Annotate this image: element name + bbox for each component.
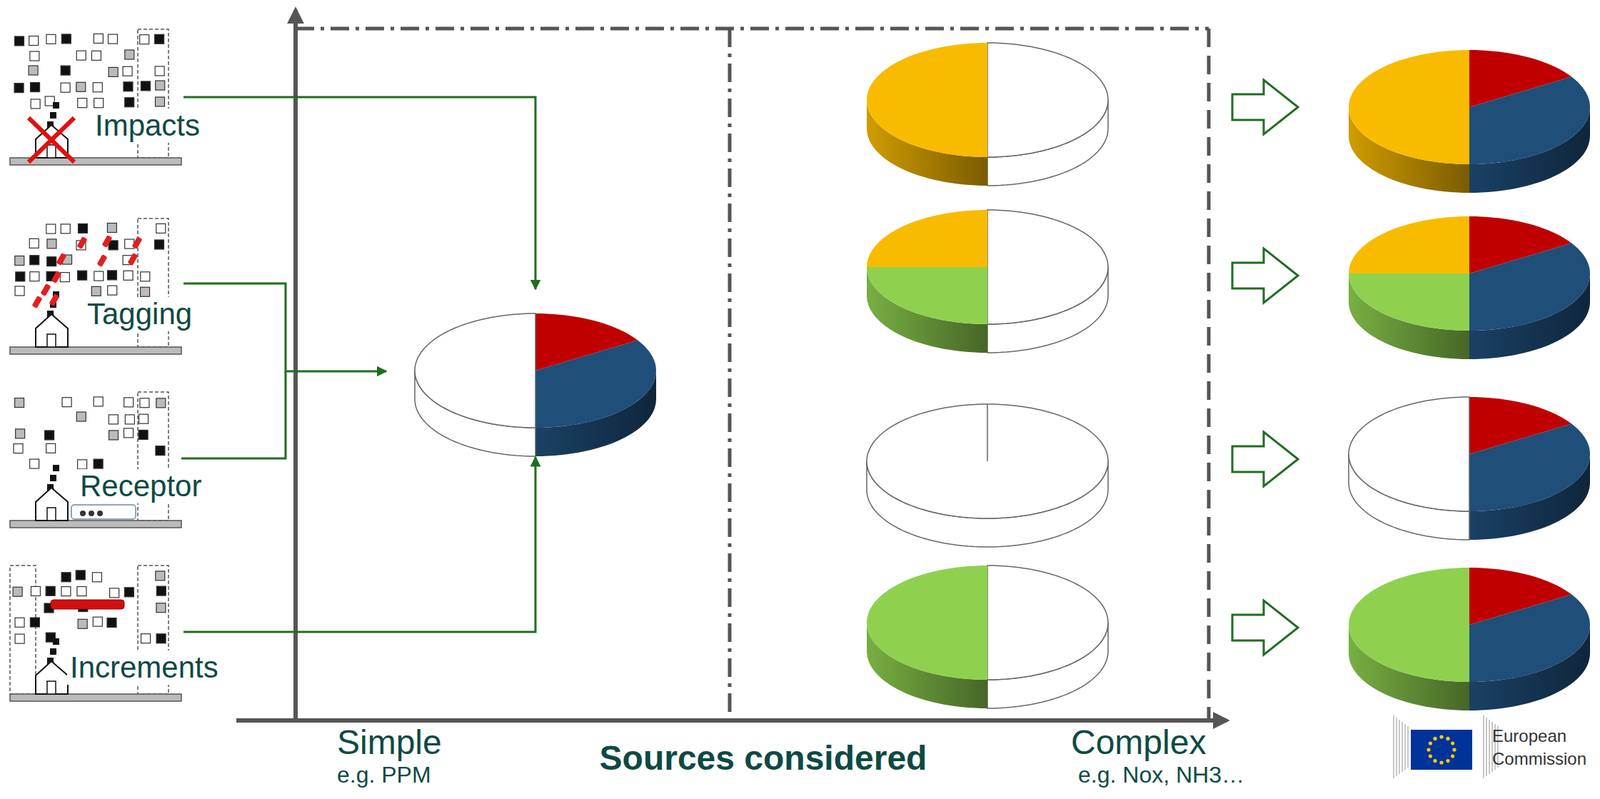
method-icon [9,391,182,528]
method-label: Receptor [77,469,205,504]
eu-logo [1393,715,1498,779]
pie-chart [1348,396,1591,540]
axes [236,9,1227,721]
axis-title: Sources considered [599,739,928,778]
block-arrow [1232,431,1298,487]
label-text: Sources considered [599,738,928,777]
axis-end-label: Simple [336,723,442,762]
block-arrow [1232,248,1298,303]
method-icon [9,29,182,165]
logo-text: Commission [1492,749,1587,769]
axis-example: e.g. PPM [336,762,432,788]
leader-line [181,371,286,459]
pie-chart [1348,567,1591,711]
pie-chart [1348,216,1591,360]
pie-chart [866,565,1109,709]
leader-line [183,456,536,632]
method-icon [9,218,182,355]
pie-chart [414,313,657,457]
method-label: Increments [67,650,222,685]
label-text: Commission [1492,748,1587,769]
label-text: e.g. Nox, NH3… [1078,761,1245,788]
pie-chart [866,209,1109,353]
block-arrow [1232,79,1298,135]
method-label: Impacts [92,108,203,143]
label-text: Complex [1070,723,1206,762]
label-text: European [1492,726,1567,746]
leader-line [183,97,536,290]
method-name: Increments [69,650,219,684]
label-text: Simple [336,723,442,762]
pie-chart [866,42,1109,186]
leader-line [183,283,387,372]
label-text: e.g. PPM [336,761,432,788]
method-name: Tagging [87,297,193,331]
block-arrow [1232,600,1298,655]
method-name: Impacts [94,108,200,143]
pie-chart [866,404,1109,547]
method-label: Tagging [84,297,195,332]
logo-text: European [1492,726,1567,746]
method-name: Receptor [79,469,202,503]
pie-chart [1348,49,1591,193]
axis-example: e.g. Nox, NH3… [1078,762,1245,788]
axis-end-label: Complex [1070,723,1206,762]
